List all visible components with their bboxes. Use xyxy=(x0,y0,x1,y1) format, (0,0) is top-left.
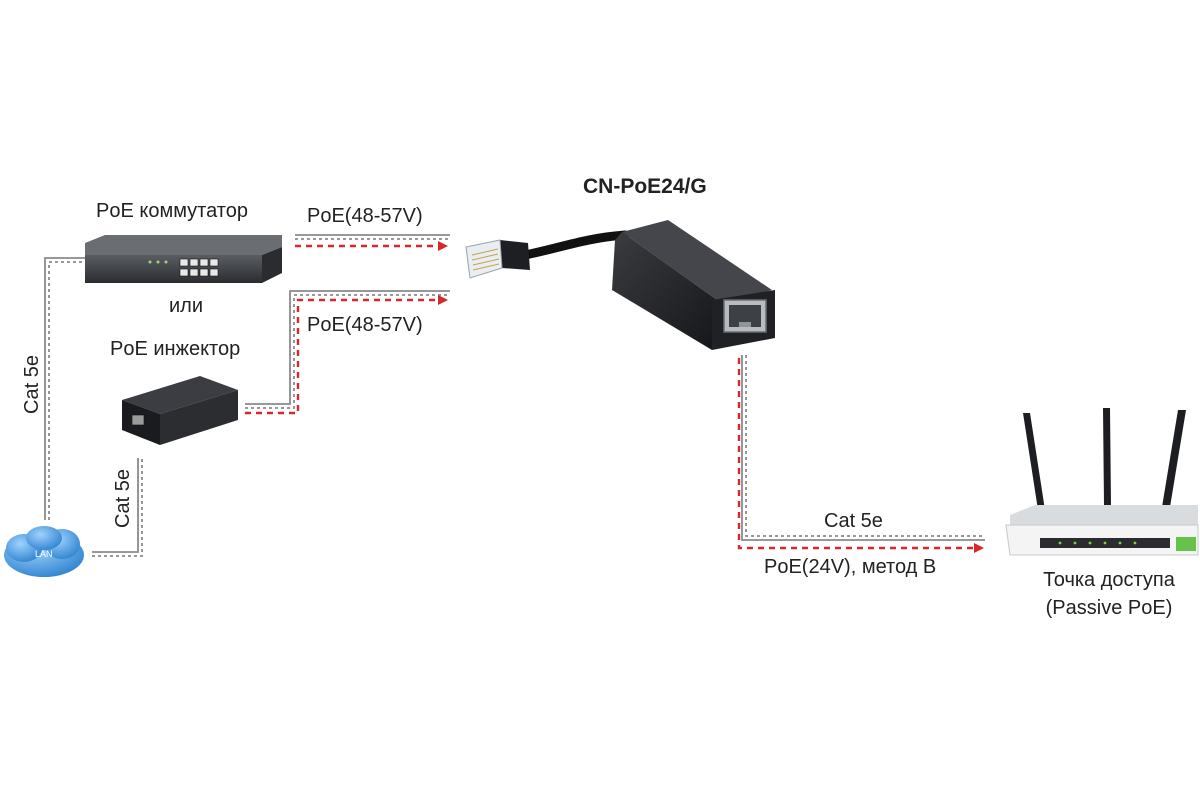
poe-input-label-bottom: PoE(48-57V) xyxy=(307,314,423,336)
cable-lan-to-injector xyxy=(92,458,143,557)
poe-input-label-top: PoE(48-57V) xyxy=(307,205,423,227)
rj45-plug-icon xyxy=(465,230,630,279)
injector-label: PoE инжектор xyxy=(110,338,241,360)
access-point-label-line1: Точка доступа xyxy=(1043,569,1175,591)
lan-label: LAN xyxy=(35,549,53,559)
poe-arrow-bottom xyxy=(245,295,448,415)
cable-lan-to-switch xyxy=(44,257,85,520)
cable-label-output: Cat 5e xyxy=(824,510,883,532)
lan-cloud-icon xyxy=(4,526,84,577)
splitter-icon xyxy=(612,220,775,350)
poe-output-label: PoE(24V), метод В xyxy=(764,556,937,578)
cable-label-left: Cat 5e xyxy=(20,355,43,414)
or-label: или xyxy=(169,295,204,317)
poe-injector-icon xyxy=(122,376,238,445)
poe-arrow-output xyxy=(737,358,984,553)
switch-label: PoE коммутатор xyxy=(96,200,248,222)
cable-injector-to-splitter xyxy=(245,290,450,409)
router-icon xyxy=(1005,408,1199,556)
poe-switch-icon xyxy=(85,235,282,283)
diagram-title: CN-PoE24/G xyxy=(583,175,707,198)
cable-splitter-to-router xyxy=(741,355,985,541)
access-point-label-line2: (Passive PoE) xyxy=(1045,597,1173,619)
cable-switch-to-splitter xyxy=(295,234,450,240)
cable-label-lan: Cat 5e xyxy=(111,469,134,528)
